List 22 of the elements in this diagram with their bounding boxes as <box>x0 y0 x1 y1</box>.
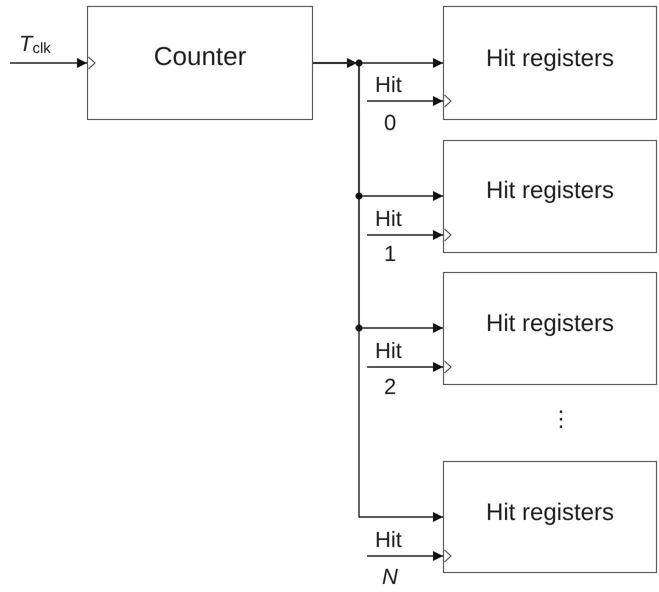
register-block <box>443 6 657 120</box>
arrow <box>10 58 87 68</box>
ellipsis-label: ⋮ <box>550 408 572 430</box>
counter-block <box>87 6 313 120</box>
block-label: Counter <box>154 41 246 72</box>
register-block <box>443 272 657 385</box>
register-block <box>443 140 657 253</box>
arrow <box>367 96 443 106</box>
register-block <box>443 461 657 573</box>
arrow <box>367 362 443 372</box>
arrow <box>313 62 443 522</box>
edge-label: T$_{clk}$ <box>18 33 52 56</box>
index-label: 0 <box>384 112 396 134</box>
arrow <box>367 551 443 561</box>
block-label: Hit registers <box>486 499 614 527</box>
index-label: 1 <box>384 243 396 265</box>
block-label: Hit registers <box>486 45 614 73</box>
block-label: Hit registers <box>486 177 614 205</box>
arrow <box>367 230 443 240</box>
block-label: Hit registers <box>486 310 614 338</box>
index-label: 2 <box>384 376 396 398</box>
index-label: N <box>382 566 398 588</box>
